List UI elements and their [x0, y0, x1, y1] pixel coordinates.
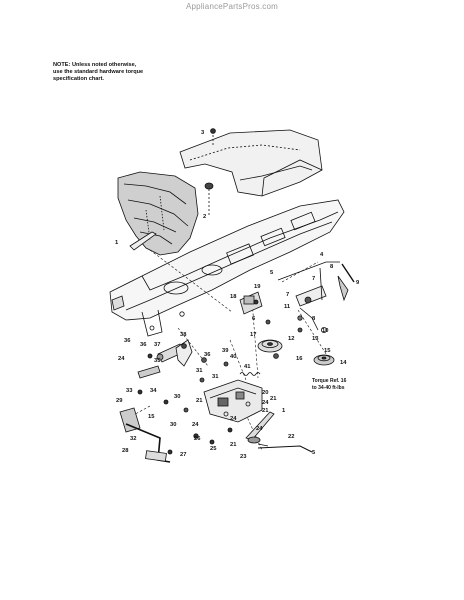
frame-chassis [109, 199, 345, 337]
callout-20: 20 [262, 390, 268, 396]
callout-37: 37 [154, 342, 160, 348]
callout-41: 41 [244, 364, 251, 370]
cap-2 [204, 182, 214, 215]
callout-24b: 24 [262, 400, 269, 406]
callout-8: 8 [330, 264, 334, 270]
callout-9: 9 [356, 280, 360, 286]
callout-8b: 8 [312, 316, 316, 322]
callout-21d: 21 [270, 396, 277, 402]
callout-1a: 1 [115, 240, 119, 246]
torque-line-1: Torque Ref. 16 [312, 378, 347, 384]
callout-22: 22 [288, 434, 294, 440]
callout-19: 19 [254, 284, 261, 290]
lever-1 [129, 231, 157, 251]
callout-21b: 21 [262, 408, 269, 414]
torque-note: NOTE: Unless noted otherwise, use the st… [53, 62, 183, 84]
pedal-bracket-20 [203, 379, 263, 423]
rod-23 [245, 411, 313, 453]
callout-40: 40 [230, 354, 236, 360]
callout-27: 27 [180, 452, 186, 458]
note-line-3: specification chart. [53, 76, 104, 83]
callout-24e: 24 [256, 426, 263, 432]
callout-36a: 36 [124, 338, 131, 344]
callout-21a: 21 [196, 398, 203, 404]
callout-18: 18 [230, 294, 237, 300]
callout-29: 29 [116, 398, 123, 404]
fuel-tank-shroud [117, 171, 199, 256]
callout-24a: 24 [118, 356, 125, 362]
note-line-1: NOTE: Unless noted otherwise, [53, 62, 137, 68]
brake-shaft-assembly [239, 261, 355, 333]
hardware [137, 299, 303, 455]
note-line-2: use the standard hardware torque [53, 69, 144, 76]
pulley-17 [257, 339, 283, 353]
callout-23: 23 [240, 454, 247, 460]
callout-1b: 1 [282, 408, 286, 414]
lever-38 [175, 339, 193, 367]
callout-10: 10 [322, 328, 328, 334]
callout-3: 3 [201, 130, 205, 136]
washer-16 [273, 353, 279, 359]
callout-28: 28 [122, 448, 129, 454]
link-24 [137, 365, 161, 379]
callout-17: 17 [250, 332, 256, 338]
callout-34: 34 [150, 388, 157, 394]
callout-21c: 21 [230, 442, 237, 448]
spring-41 [239, 372, 261, 376]
callout-31a: 31 [196, 368, 203, 374]
callout-39: 39 [222, 348, 229, 354]
callout-26: 26 [194, 436, 201, 442]
callout-12: 12 [288, 336, 294, 342]
callout-24d: 24 [230, 416, 237, 422]
callout-36c: 36 [204, 352, 211, 358]
leader-lines [127, 249, 331, 451]
callout-38: 38 [180, 332, 187, 338]
callout-15b: 15 [148, 414, 155, 420]
pedal-29 [119, 407, 171, 463]
callout-4: 4 [320, 252, 324, 258]
callout-7b: 7 [286, 292, 289, 298]
callout-5b: 5 [312, 450, 316, 456]
callout-6: 6 [252, 316, 256, 322]
pulley-14 [313, 354, 335, 366]
torque-line-2: to 34-40 ft-lbs [312, 384, 345, 391]
callout-35: 35 [154, 358, 161, 364]
callout-5: 5 [270, 270, 274, 276]
callout-11: 11 [284, 304, 291, 310]
dash-cover [179, 129, 323, 197]
callout-30b: 30 [170, 422, 176, 428]
callout-33: 33 [126, 388, 133, 394]
callout-2: 2 [203, 214, 206, 220]
callout-13: 13 [312, 336, 319, 342]
torque-reference: Torque Ref. 16 to 34-40 ft-lbs [312, 378, 346, 391]
callout-32: 32 [130, 436, 136, 442]
callout-14: 14 [340, 360, 347, 366]
callout-31b: 31 [212, 374, 219, 380]
callout-24c: 24 [192, 422, 199, 428]
callout-25: 25 [210, 446, 217, 452]
callout-16: 16 [296, 356, 303, 362]
bolt-3 [210, 128, 216, 145]
watermark: AppliancePartsPros.com [186, 2, 278, 11]
callout-30a: 30 [174, 394, 180, 400]
callout-36b: 36 [140, 342, 147, 348]
callout-labels: 3 2 1 5 4 8 9 7 19 18 6 7 11 8 10 13 12 … [115, 130, 360, 460]
callout-7: 7 [312, 276, 315, 282]
callout-15: 15 [324, 348, 331, 354]
